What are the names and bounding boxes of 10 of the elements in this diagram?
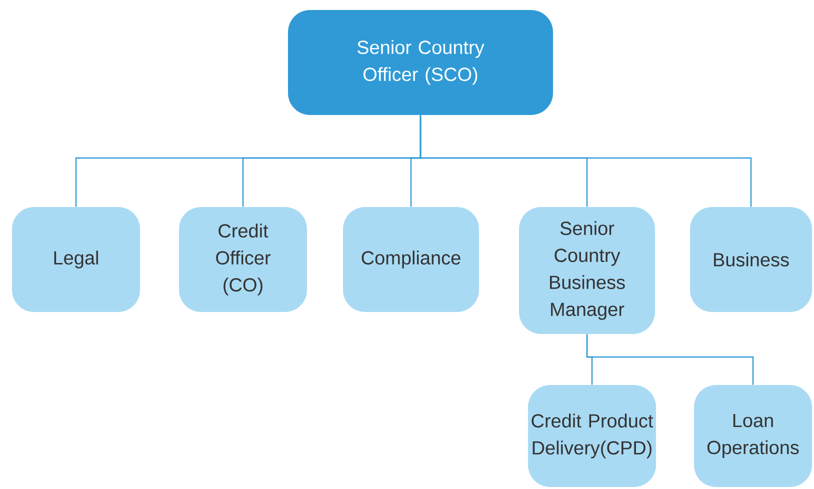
role-box: Senior Country Business Manager xyxy=(519,207,655,334)
role-box: Business xyxy=(690,207,812,312)
role-box: Legal xyxy=(12,207,140,312)
connector-line xyxy=(586,334,754,385)
role-box: Compliance xyxy=(343,207,479,312)
top-box: Senior Country Officer (SCO) xyxy=(288,10,553,115)
role-box: Credit Officer (CO) xyxy=(179,207,307,312)
role-box: Credit Product Delivery(CPD) xyxy=(528,385,656,487)
role-box: Loan Operations xyxy=(694,385,812,487)
connector-line xyxy=(420,115,752,207)
